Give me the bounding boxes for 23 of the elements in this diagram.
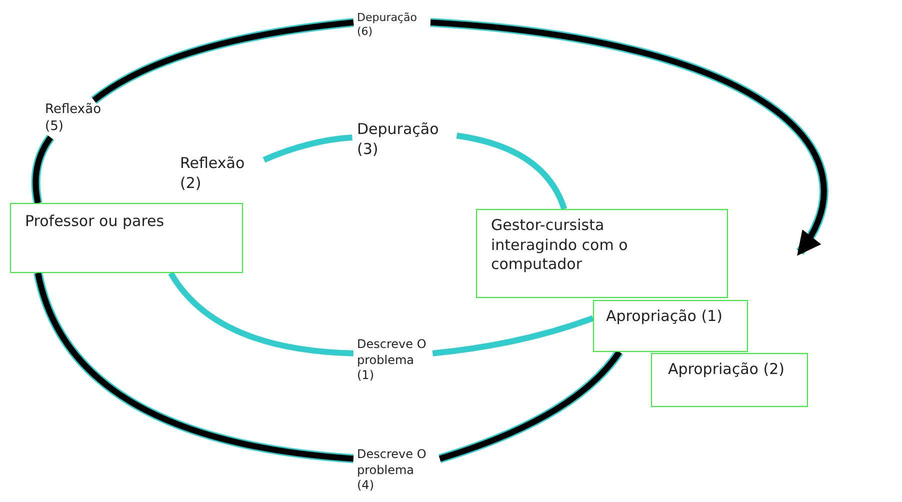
step-label: Reflexão (5) bbox=[45, 102, 102, 136]
step-label: Depuração (6) bbox=[357, 11, 418, 40]
box-text: Apropriação (2) bbox=[668, 360, 786, 380]
spiral-connector bbox=[262, 134, 352, 163]
box-text: Gestor-cursista interagindo com o computador bbox=[491, 216, 629, 274]
step-label: Descreve O problema (1) bbox=[357, 337, 428, 384]
spiral-connector bbox=[32, 136, 54, 204]
text-box bbox=[476, 209, 728, 298]
text-box bbox=[593, 300, 748, 352]
text-box bbox=[10, 203, 243, 273]
step-label: Descreve O problema (4) bbox=[357, 447, 428, 494]
box-text: Apropriação (1) bbox=[606, 307, 724, 326]
spiral-connector bbox=[456, 132, 568, 210]
spiral-connector bbox=[432, 315, 594, 356]
step-label: Reflexão (2) bbox=[180, 154, 246, 193]
spiral-connector bbox=[430, 19, 826, 256]
spiral-connector bbox=[92, 19, 354, 103]
spiral-connector bbox=[35, 272, 354, 462]
spiral-connector bbox=[168, 271, 354, 356]
step-label: Depuração (3) bbox=[357, 120, 440, 159]
text-box bbox=[651, 353, 808, 407]
spiral-connector bbox=[438, 350, 622, 462]
box-text: Professor ou pares bbox=[25, 212, 166, 232]
